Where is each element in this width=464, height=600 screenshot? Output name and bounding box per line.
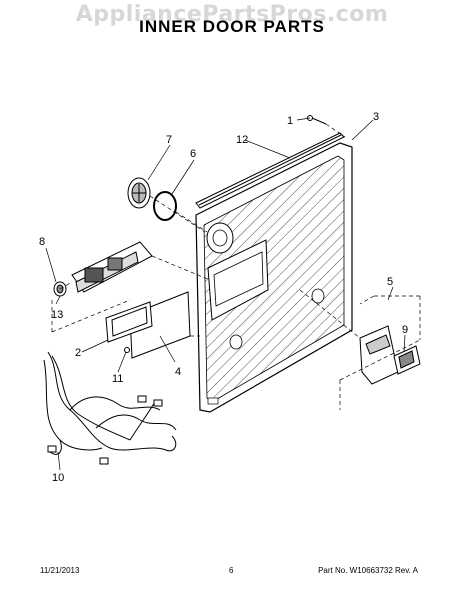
callout-6: 6 [190, 148, 196, 160]
leader-lines [51, 123, 421, 410]
page-title: INNER DOOR PARTS [139, 17, 325, 36]
vent-cap [127, 177, 151, 209]
callout-9: 9 [402, 324, 408, 336]
callout-13: 13 [51, 309, 63, 321]
callout-10: 10 [52, 472, 64, 484]
callout-12: 12 [236, 134, 248, 146]
callout-leaders [45, 117, 406, 471]
callout-2: 2 [75, 347, 81, 359]
callout-1: 1 [287, 115, 293, 127]
watermark: AppliancePartsPros.com [75, 2, 389, 27]
callout-4: 4 [175, 366, 181, 378]
callout-labels: 1 2 3 4 5 6 7 8 9 10 11 12 13 [39, 111, 408, 484]
top-trim-strip [195, 132, 345, 209]
callout-11: 11 [112, 373, 123, 385]
callout-5: 5 [387, 276, 393, 288]
footer-part-number: Part No. W10663732 Rev. A [318, 566, 418, 575]
wire-harness [43, 351, 177, 465]
callout-3: 3 [373, 111, 379, 123]
callout-7: 7 [166, 134, 172, 146]
screw [307, 115, 327, 125]
footer-date: 11/21/2013 [40, 566, 80, 575]
dispenser-assembly [53, 241, 153, 297]
clip [124, 347, 130, 353]
vent-housing [359, 325, 399, 385]
inner-door-panel [195, 142, 353, 413]
dispenser-pad [105, 301, 153, 343]
vent-cover [393, 345, 421, 375]
vent-gasket [153, 191, 177, 221]
callout-8: 8 [39, 236, 45, 248]
footer-page-number: 6 [229, 566, 234, 575]
